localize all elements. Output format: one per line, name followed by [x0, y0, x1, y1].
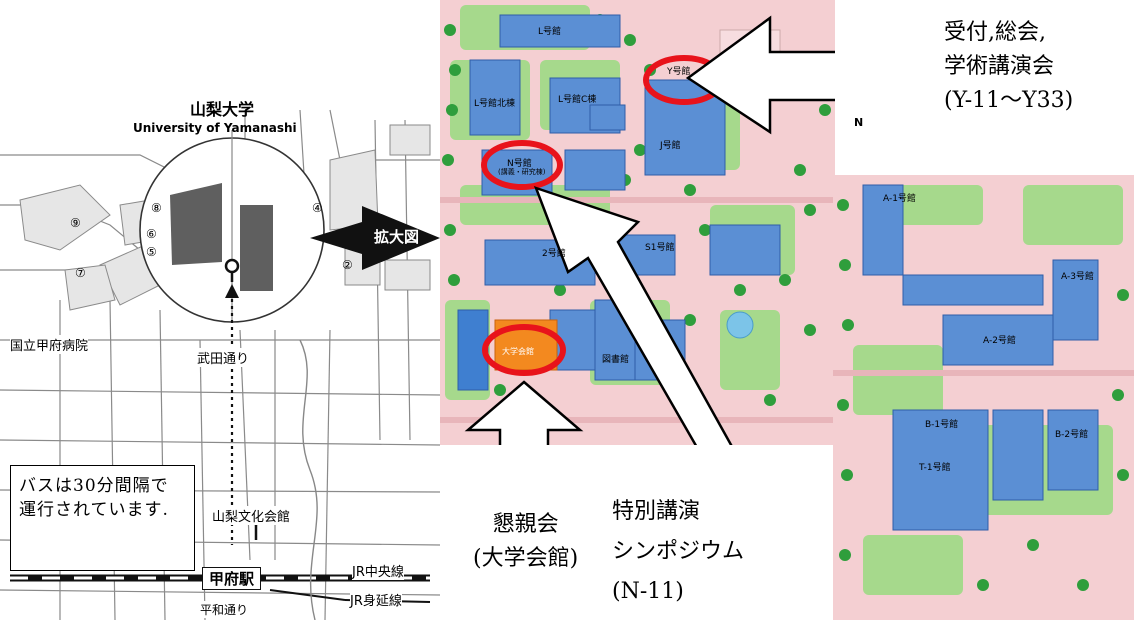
special-lecture-callout-line1: 特別講演	[612, 499, 701, 524]
special-lecture-callout-line2: シンポジウム	[612, 539, 745, 564]
station-label: 甲府駅	[202, 567, 262, 590]
east-buildings	[862, 184, 1099, 531]
building-label-n: N号館	[507, 159, 532, 169]
building-label-a2: A-2号館	[983, 336, 1016, 346]
campus-map-graphic	[440, 0, 880, 507]
circled-number-5: ⑤	[146, 245, 157, 259]
building-label-l: L号館	[538, 27, 562, 37]
east-trees	[837, 199, 1129, 591]
building-label-b2: B-2号館	[1055, 430, 1089, 440]
banquet-callout: 懇親会 (大学会館)	[473, 508, 578, 576]
building-label-s1: S1号館	[645, 243, 675, 253]
heiwa-street-label: 平和通り	[200, 601, 249, 618]
zoom-label: 拡大図	[374, 228, 420, 246]
hospital-label: 国立甲府病院	[10, 335, 89, 354]
special-lecture-callout-line3: (N-11)	[612, 579, 684, 604]
reception-callout: 受付,総会, 学術講演会 (Y-11〜Y33)	[944, 16, 1074, 118]
campus-block-east	[240, 205, 273, 291]
building-label-a1: A-1号館	[883, 194, 916, 204]
circled-number-4: ④	[312, 201, 323, 215]
reception-callout-line3: (Y-11〜Y33)	[944, 88, 1074, 113]
bus-stop-icon	[224, 258, 240, 274]
building-label-j: J号館	[660, 141, 681, 151]
circled-number-6: ⑥	[146, 227, 157, 241]
reception-callout-line1: 受付,総会,	[944, 20, 1046, 45]
building-label-a3: A-3号館	[1061, 272, 1094, 282]
building-label-kaikan: 大学会館	[502, 347, 534, 356]
highlight-n-building	[481, 140, 563, 190]
zoom-arrow-icon	[310, 206, 440, 270]
campus-block-west	[170, 183, 222, 265]
area-map: 山梨大学 University of Yamanashi 拡大図 国立甲府病院 …	[0, 0, 441, 621]
circled-number-2: ②	[342, 258, 353, 272]
jr-chuo-label: JR中央線	[352, 561, 404, 580]
banquet-callout-line1: 懇親会	[492, 512, 559, 537]
jr-minobu-label: JR身延線	[350, 590, 402, 609]
special-lecture-callout: 特別講演 シンポジウム (N-11)	[612, 492, 744, 612]
reception-callout-line2: 学術講演会	[944, 54, 1055, 79]
circled-number-9: ⑨	[70, 216, 81, 230]
building-label-y: Y号館	[667, 67, 691, 77]
campus-map: L号館 L号館北棟 L号館C棟 Y号館 J号館 N号館 (講義・研究棟) S1号…	[440, 0, 880, 507]
jr-minobu-line	[269, 589, 346, 601]
river	[299, 339, 318, 621]
bus-note: バスは30分間隔で運行されています.	[10, 465, 195, 571]
street-label: 武田通り	[197, 348, 250, 367]
pond	[726, 311, 754, 339]
building-label-2: 2号館	[542, 249, 566, 259]
building-label-library: 図書館	[602, 355, 630, 365]
circled-number-7: ⑦	[75, 266, 86, 280]
building-label-t1: T-1号館	[919, 463, 951, 473]
campus-east-map: A-1号館 A-3号館 A-2号館 B-1号館 B-2号館 T-1号館	[833, 175, 1134, 620]
banquet-callout-line2: (大学会館)	[473, 546, 579, 571]
university-name-en: University of Yamanashi	[133, 121, 297, 135]
university-name-jp: 山梨大学	[190, 100, 255, 119]
compass-label: N	[854, 116, 864, 129]
building-label-b1: B-1号館	[925, 420, 959, 430]
highlight-university-hall	[482, 324, 566, 376]
building-label-n-sub: (講義・研究棟)	[498, 168, 546, 176]
campus-east-graphic	[833, 175, 1134, 620]
culture-hall-label: 山梨文化会館	[212, 506, 291, 525]
building-label-l-c: L号館C棟	[558, 95, 597, 105]
circled-number-8: ⑧	[151, 201, 162, 215]
building-label-l-north: L号館北棟	[474, 99, 516, 109]
